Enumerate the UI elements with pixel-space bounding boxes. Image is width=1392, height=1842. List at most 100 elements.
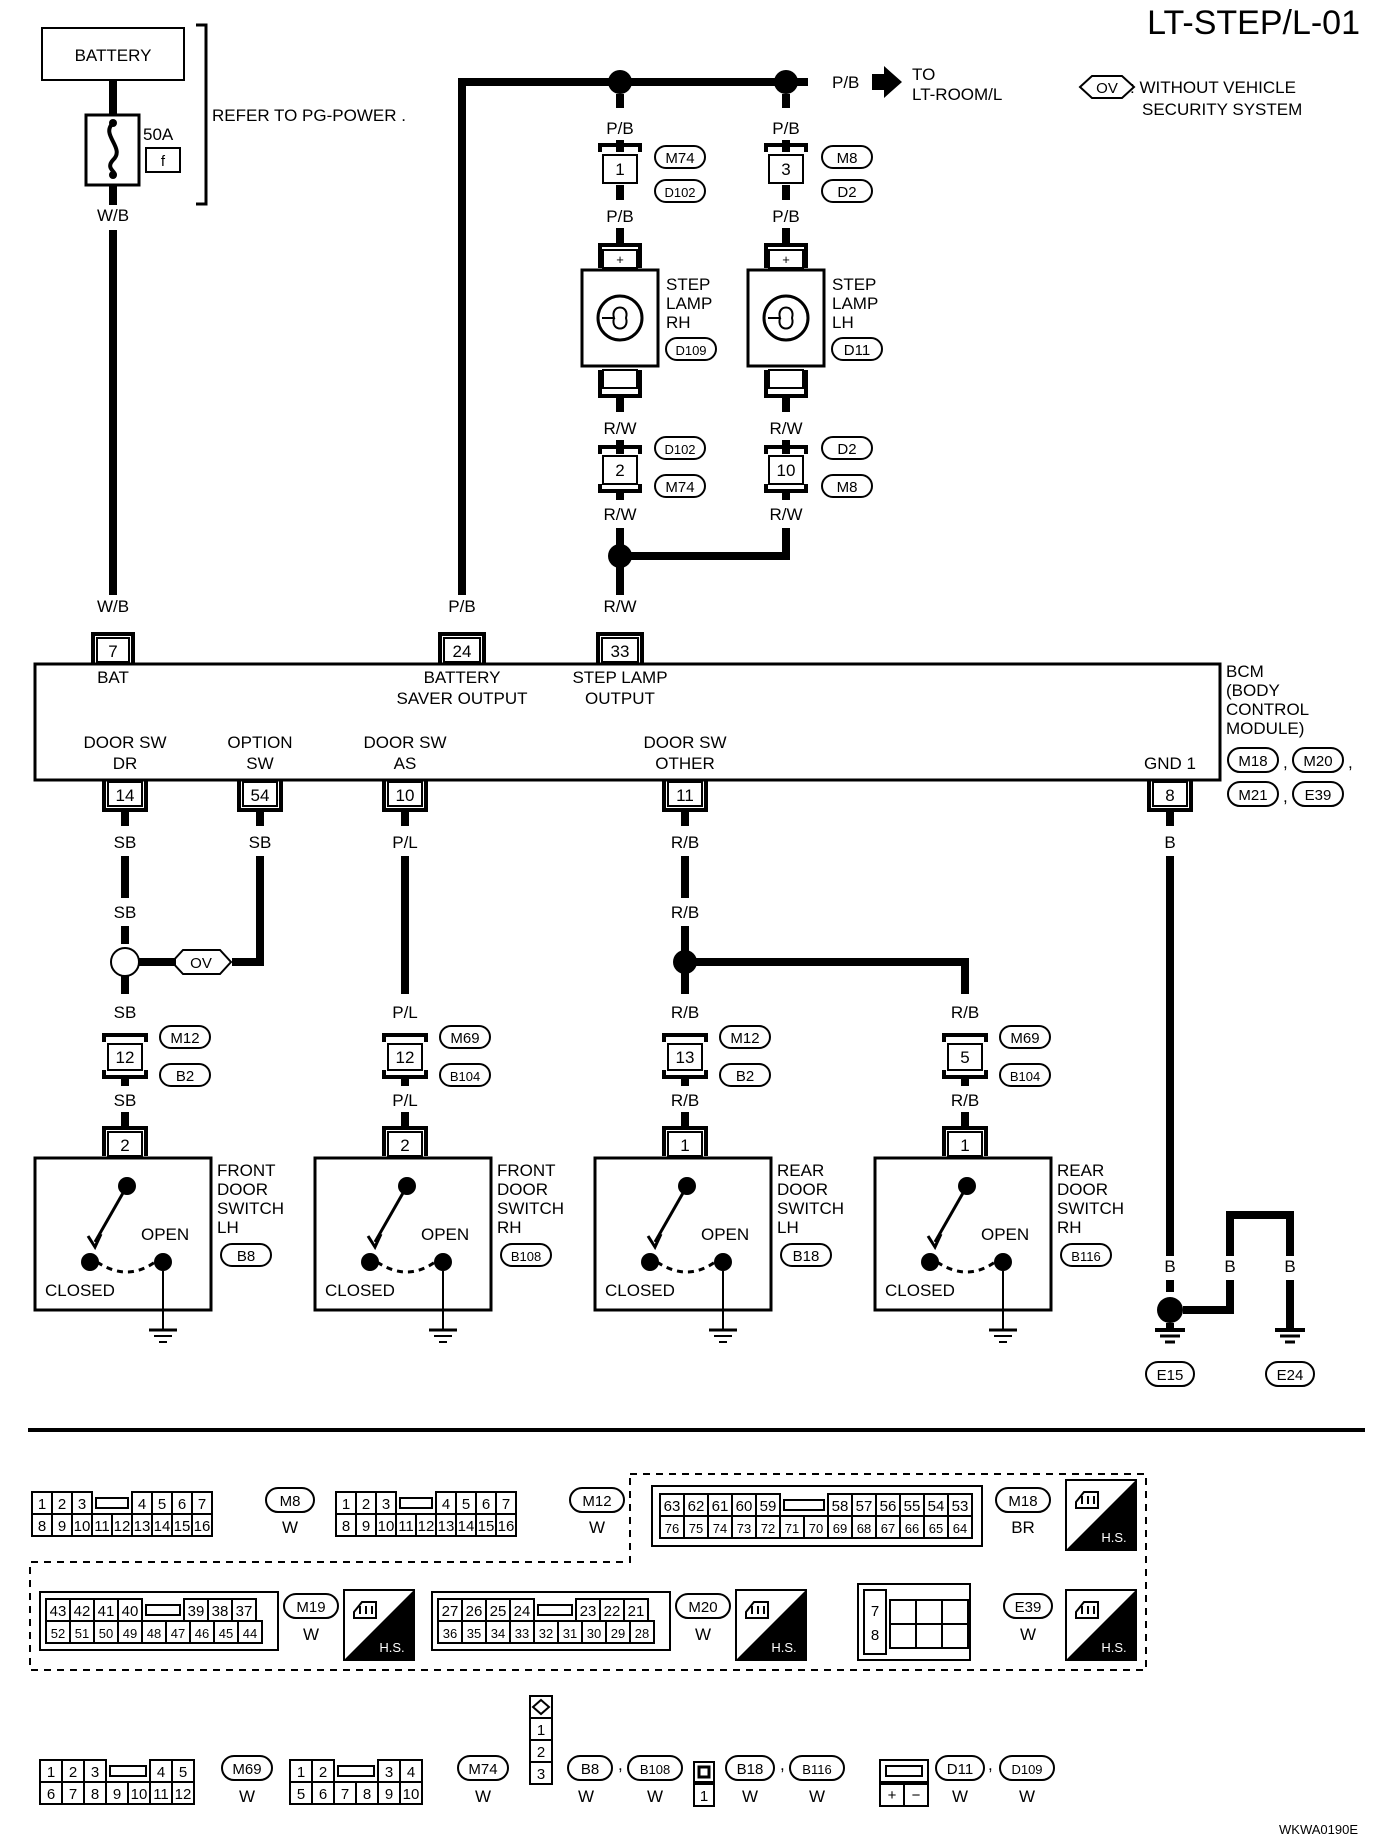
switch-pin: 2 — [120, 1136, 129, 1155]
pin-number: 3 — [382, 1496, 390, 1513]
switch-travel — [96, 1260, 156, 1274]
pin-number: 7 — [502, 1496, 510, 1513]
switch-name: SWITCH — [497, 1199, 564, 1218]
bcm-conn-e39: E39 — [1305, 787, 1332, 804]
connector-face: 123 — [529, 1695, 553, 1785]
wire-pb-rh-2: P/B — [606, 207, 633, 226]
pin-number: 52 — [51, 1626, 65, 1641]
battery-icon: BATTERY — [41, 27, 185, 81]
connector-color: W — [303, 1625, 319, 1644]
switch-name: DOOR — [1057, 1180, 1108, 1199]
conn-m8-a: M8 — [837, 150, 858, 167]
hs-label: H.S. — [1101, 1530, 1126, 1545]
pin-number: 67 — [881, 1521, 895, 1536]
wire-sb-5: SB — [114, 1091, 137, 1110]
connector-label-b8-pill — [567, 1755, 613, 1781]
switch-closed-contact — [81, 1253, 99, 1271]
connector-color: W — [1019, 1787, 1035, 1806]
pin-number: 45 — [219, 1626, 233, 1641]
switch-id-pill — [780, 1243, 832, 1267]
pin-number: 60 — [736, 1498, 753, 1515]
connector-label-b116: B116 — [802, 1762, 831, 1777]
pin-number: 3 — [91, 1764, 99, 1781]
pin-number: 11 — [153, 1786, 169, 1803]
to-target: LT-ROOM/L — [912, 85, 1002, 104]
joint-4-c1: M69 — [1010, 1030, 1039, 1047]
pin-cell — [495, 1513, 517, 1537]
joint-3-pin: 13 — [676, 1048, 695, 1067]
pin-number: 47 — [171, 1626, 185, 1641]
switch-id: B18 — [793, 1248, 820, 1265]
pin-notch — [783, 1499, 825, 1511]
pin-number: 4 — [442, 1496, 450, 1513]
pin-number: 48 — [147, 1626, 161, 1641]
switch-open-label: OPEN — [421, 1225, 469, 1244]
switch-connector-shell — [102, 1126, 148, 1156]
bcm-pin-33-num: 33 — [611, 642, 630, 661]
switch-id-pill — [500, 1243, 552, 1267]
pin-cell — [915, 1623, 943, 1649]
connector-label-m20-pill — [675, 1593, 731, 1619]
lamp-rh-l2: LAMP — [666, 294, 712, 313]
wire-sb-1: SB — [114, 833, 137, 852]
pin-cell — [889, 1599, 917, 1625]
connector-label-m74-pill — [457, 1755, 509, 1781]
wire-sb-4: SB — [114, 1003, 137, 1022]
pin-number: 2 — [319, 1764, 327, 1781]
ground-icon — [709, 1328, 737, 1343]
wire-rb-6: R/B — [951, 1091, 979, 1110]
switch-pin: 1 — [680, 1136, 689, 1155]
pin-number: 15 — [174, 1518, 191, 1535]
pin-number: 64 — [953, 1521, 967, 1536]
joint-1-pin: 12 — [116, 1048, 135, 1067]
wire-rb-1: R/B — [671, 833, 699, 852]
switch-travel — [656, 1260, 716, 1274]
hs-fill — [1066, 1590, 1136, 1660]
switch-arrow — [86, 1233, 103, 1251]
lamp-lh-l2: LAMP — [832, 294, 878, 313]
connector-label-e39: E39 — [1015, 1599, 1042, 1616]
switch-arrow — [646, 1233, 663, 1251]
wire-rw-rh-1: R/W — [603, 419, 636, 438]
switch-connector-shell — [382, 1126, 428, 1156]
pin-number: 11 — [398, 1518, 414, 1535]
bcm-sep-3: , — [1283, 787, 1288, 806]
hs-plug — [353, 1601, 377, 1619]
switch-name: SWITCH — [777, 1199, 844, 1218]
switch-open-contact — [434, 1253, 452, 1271]
switch-name: SWITCH — [1057, 1199, 1124, 1218]
switch-name: REAR — [777, 1161, 824, 1180]
pin-number: 43 — [50, 1603, 67, 1620]
switch-blade — [93, 1185, 129, 1243]
lamp-rh-l3: RH — [666, 313, 691, 332]
joint-2-c2: B104 — [450, 1069, 480, 1084]
bcm-title: BCM (BODY CONTROL MODULE) M18 , M20 , M2… — [1226, 662, 1353, 807]
switch-name: DOOR — [777, 1180, 828, 1199]
pin-number: 16 — [498, 1518, 515, 1535]
pin-number: 33 — [515, 1626, 529, 1641]
pin-number: 2 — [362, 1496, 370, 1513]
switch-blade — [933, 1185, 969, 1243]
joint-3-c1: M12 — [730, 1030, 759, 1047]
bcm-pin-54-num: 54 — [251, 786, 270, 805]
connector-label-d11: D11 — [947, 1761, 973, 1778]
switch-closed-contact — [641, 1253, 659, 1271]
pin-number: 7 — [871, 1603, 879, 1620]
pin-number: 8 — [871, 1627, 879, 1644]
wire-pb-lh-1: P/B — [772, 119, 799, 138]
connector-color: W — [809, 1787, 825, 1806]
bcm-pin-10-num: 10 — [396, 786, 415, 805]
switch-arrow — [366, 1233, 383, 1251]
d11-key — [885, 1765, 923, 1777]
bcm-pin-24-num: 24 — [453, 642, 472, 661]
bcm-sep-1: , — [1283, 753, 1288, 772]
wire-rw-lh-1: R/W — [769, 419, 802, 438]
pin-number: 56 — [880, 1498, 897, 1515]
switch-arrow — [926, 1233, 943, 1251]
switch-id: B116 — [1071, 1249, 1100, 1264]
bcm-pin-7-num: 7 — [108, 642, 117, 661]
joint-2-c1: M69 — [450, 1030, 479, 1047]
